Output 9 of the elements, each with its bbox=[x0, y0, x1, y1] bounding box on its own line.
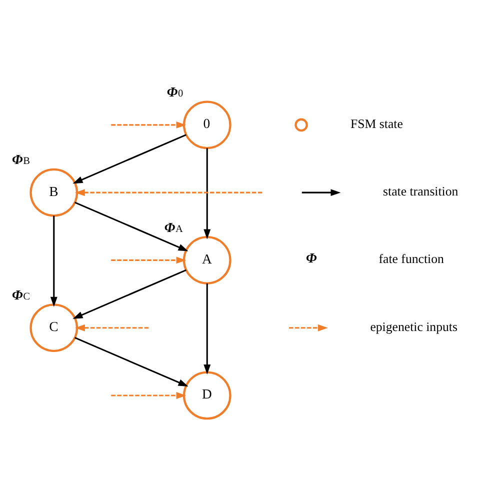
node-label: ΦC bbox=[12, 286, 30, 302]
node-label: ΦA bbox=[164, 219, 183, 234]
legend-label: fate function bbox=[378, 252, 444, 266]
legend-label: epigenetic inputs bbox=[370, 319, 458, 334]
label: Φ bbox=[306, 250, 317, 266]
legend-label: FSM state bbox=[350, 116, 403, 130]
legend-label: state transition bbox=[383, 184, 458, 198]
node-label: ΦB bbox=[12, 152, 30, 167]
node-label: Φ0 bbox=[166, 84, 184, 100]
